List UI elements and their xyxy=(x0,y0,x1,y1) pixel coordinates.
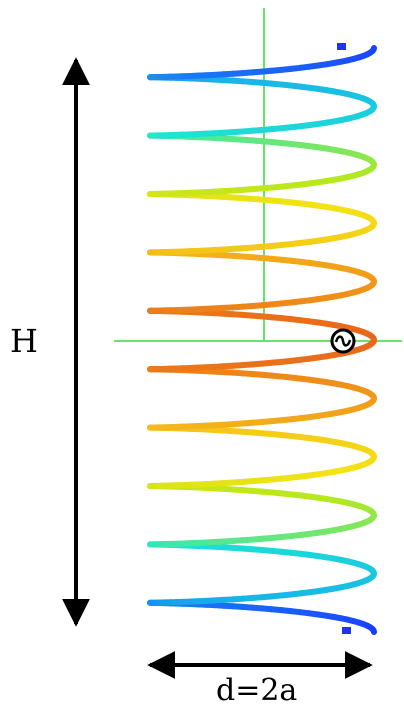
height-label: H xyxy=(10,322,38,360)
diameter-label: d=2a xyxy=(216,673,297,707)
helix-top-end-cap xyxy=(337,43,346,50)
ac-source-icon xyxy=(330,328,356,354)
helix-front-segments xyxy=(147,45,377,606)
helix-bottom-end-cap xyxy=(342,627,351,634)
